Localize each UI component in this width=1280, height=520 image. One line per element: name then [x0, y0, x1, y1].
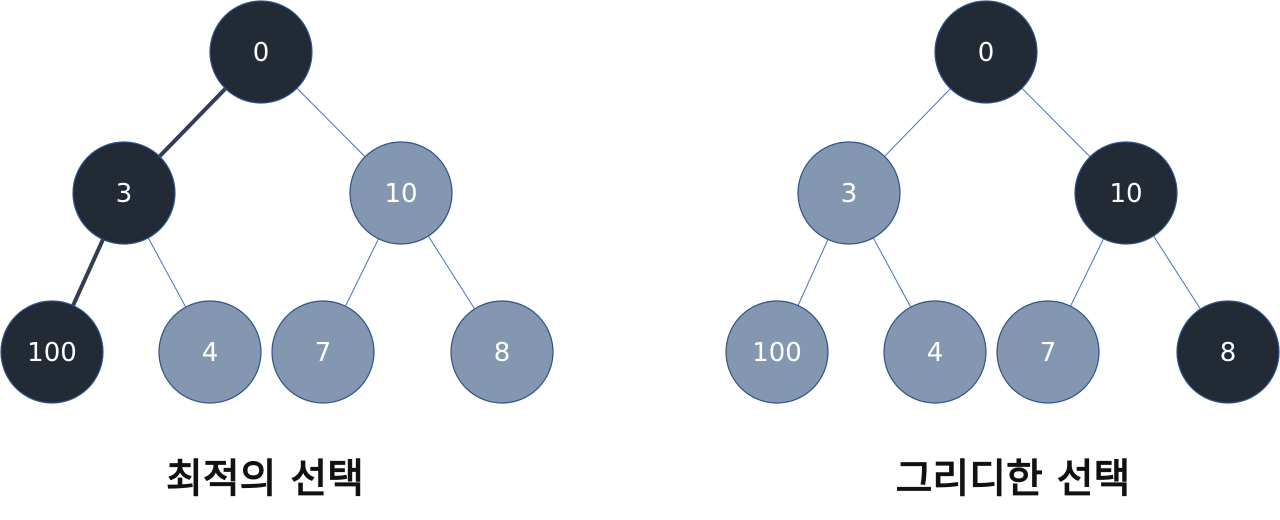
greedy-node-label-7: 7 [1040, 338, 1057, 368]
optimal-node-100: 100 [0, 300, 104, 404]
optimal-choice-caption: 최적의 선택 [166, 456, 364, 502]
optimal-node-label-4: 4 [202, 338, 219, 368]
greedy-node-label-4: 4 [927, 338, 944, 368]
greedy-node-3: 3 [797, 141, 901, 245]
optimal-node-0: 0 [209, 0, 313, 104]
greedy-node-circle-0 [934, 0, 1038, 104]
optimal-node-label-3: 3 [116, 179, 133, 209]
optimal-node-3: 3 [72, 141, 176, 245]
optimal-node-label-7: 7 [315, 338, 332, 368]
greedy-node-7: 7 [996, 300, 1100, 404]
greedy-node-label-10: 10 [1109, 179, 1142, 209]
optimal-node-circle-4 [158, 300, 262, 404]
greedy-node-10: 10 [1074, 141, 1178, 245]
optimal-node-label-10: 10 [384, 179, 417, 209]
greedy-node-circle-100 [725, 300, 829, 404]
optimal-node-circle-100 [0, 300, 104, 404]
greedy-node-0: 0 [934, 0, 1038, 104]
greedy-choice-caption: 그리디한 선택 [895, 456, 1131, 502]
optimal-node-8: 8 [450, 300, 554, 404]
greedy-node-circle-8 [1176, 300, 1280, 404]
optimal-node-circle-8 [450, 300, 554, 404]
greedy-node-8: 8 [1176, 300, 1280, 404]
greedy-node-label-100: 100 [752, 338, 802, 368]
greedy-node-label-8: 8 [1220, 338, 1237, 368]
greedy-node-100: 100 [725, 300, 829, 404]
optimal-node-7: 7 [271, 300, 375, 404]
optimal-node-circle-10 [349, 141, 453, 245]
greedy-node-circle-4 [883, 300, 987, 404]
optimal-node-10: 10 [349, 141, 453, 245]
greedy-node-label-0: 0 [978, 38, 995, 68]
optimal-node-label-100: 100 [27, 338, 77, 368]
greedy-node-4: 4 [883, 300, 987, 404]
greedy-node-circle-7 [996, 300, 1100, 404]
optimal-node-label-0: 0 [253, 38, 270, 68]
optimal-node-circle-7 [271, 300, 375, 404]
optimal-node-circle-0 [209, 0, 313, 104]
greedy-node-circle-10 [1074, 141, 1178, 245]
greedy-node-label-3: 3 [841, 179, 858, 209]
greedy-node-circle-3 [797, 141, 901, 245]
optimal-node-label-8: 8 [494, 338, 511, 368]
optimal-node-4: 4 [158, 300, 262, 404]
optimal-node-circle-3 [72, 141, 176, 245]
